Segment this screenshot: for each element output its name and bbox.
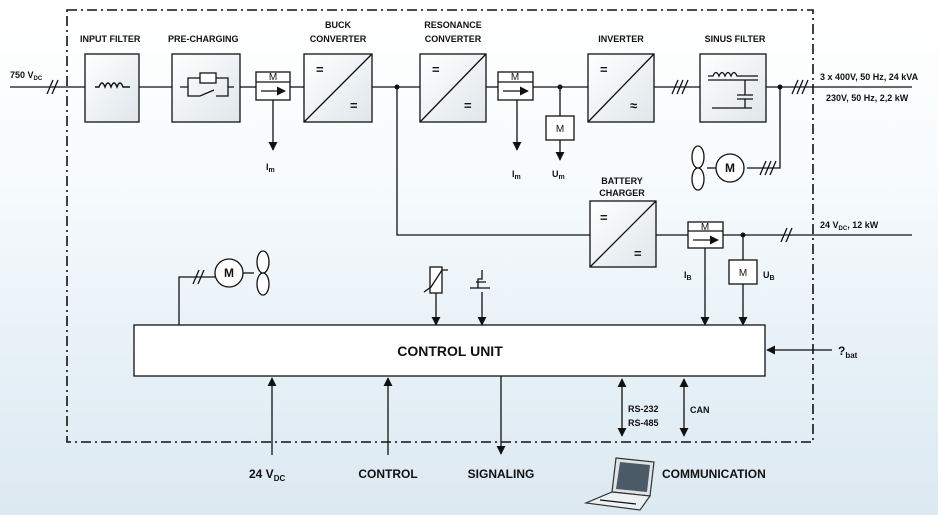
buck-input-symbol: =	[316, 62, 324, 77]
current-meter-2: M	[497, 71, 534, 101]
sinus-filter-label: SINUS FILTER	[705, 34, 766, 44]
output-1phase-label: 230V, 50 Hz, 2,2 kW	[826, 93, 909, 103]
battery-label-1: BATTERY	[601, 176, 643, 186]
um-label: Um	[552, 169, 565, 181]
resonance-input-symbol: =	[432, 62, 440, 77]
control-label: CONTROL	[358, 467, 417, 481]
charger-output-symbol: =	[634, 246, 642, 261]
current-meter-1: M	[255, 71, 291, 101]
output-3phase-label: 3 x 400V, 50 Hz, 24 kVA	[820, 72, 919, 82]
current-meter-battery: M	[687, 221, 724, 249]
rs485-label: RS-485	[628, 418, 659, 428]
communication-label: COMMUNICATION	[662, 467, 766, 481]
fan-blade-icon-1	[691, 145, 716, 191]
input-filter-block	[84, 53, 140, 123]
resistor-switch-icon	[180, 72, 234, 97]
buck-label-1: BUCK	[325, 20, 351, 30]
svg-text:M: M	[511, 72, 519, 83]
pre-charging-label: PRE-CHARGING	[168, 34, 239, 44]
inverter-output-symbol: ≈	[630, 98, 637, 113]
thermistor-icon	[423, 266, 448, 294]
inverter-label: INVERTER	[598, 34, 644, 44]
input-voltage-label: 750 VDC	[10, 70, 43, 82]
rs232-label: RS-232	[628, 404, 659, 414]
svg-text:M: M	[269, 72, 277, 83]
supply-voltage-label: 24 VDC	[249, 467, 285, 483]
control-unit-label: CONTROL UNIT	[397, 343, 503, 359]
charger-input-symbol: =	[600, 210, 608, 225]
im-label-1: Im	[266, 162, 275, 174]
voltage-meter-um	[545, 115, 575, 141]
can-label: CAN	[690, 405, 710, 415]
inductor-icon	[95, 82, 130, 89]
signaling-label: SIGNALING	[468, 467, 535, 481]
system-boundary	[66, 9, 814, 443]
fan-motor-2-symbol: M	[224, 266, 234, 280]
ib-label: IB	[684, 270, 692, 282]
resonance-label-1: RESONANCE	[424, 20, 482, 30]
fan-motor-1-symbol: M	[725, 161, 735, 175]
resonance-output-symbol: =	[464, 98, 472, 113]
resonance-label-2: CONVERTER	[425, 34, 482, 44]
sinus-filter-block	[699, 53, 767, 123]
fan-blade-icon-2	[243, 250, 270, 296]
buck-label-2: CONVERTER	[310, 34, 367, 44]
buck-output-symbol: =	[350, 98, 358, 113]
im-label-2: Im	[512, 169, 521, 181]
pre-charging-block	[171, 53, 241, 123]
lc-filter-icon	[708, 71, 758, 109]
voltage-meter-ub-symbol: M	[739, 268, 747, 279]
inverter-input-symbol: =	[600, 62, 608, 77]
input-filter-label: INPUT FILTER	[80, 34, 141, 44]
svg-text:M: M	[701, 222, 709, 233]
ub-label: UB	[763, 270, 775, 282]
voltage-sensor-icon	[470, 270, 490, 289]
control-unit-block	[133, 324, 766, 377]
battery-label-2: CHARGER	[599, 188, 645, 198]
voltage-meter-um-symbol: M	[556, 124, 564, 135]
laptop-icon	[583, 457, 655, 511]
temp-battery-label: ?bat	[838, 344, 858, 360]
dc-output-label: 24 VDC, 12 kW	[820, 220, 879, 232]
